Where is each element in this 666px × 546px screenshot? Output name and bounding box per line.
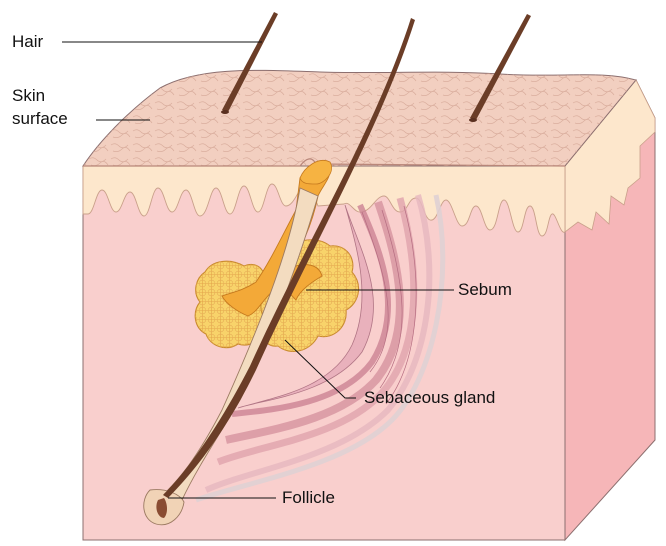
hair-pore-right <box>469 118 477 122</box>
label-sebum: Sebum <box>458 280 512 300</box>
label-skin-line2: surface <box>12 109 68 129</box>
label-skin-line1: Skin <box>12 86 45 106</box>
label-sebaceous-gland: Sebaceous gland <box>364 388 495 408</box>
label-follicle: Follicle <box>282 488 335 508</box>
hair-pore-left <box>221 110 229 114</box>
label-hair: Hair <box>12 32 43 52</box>
